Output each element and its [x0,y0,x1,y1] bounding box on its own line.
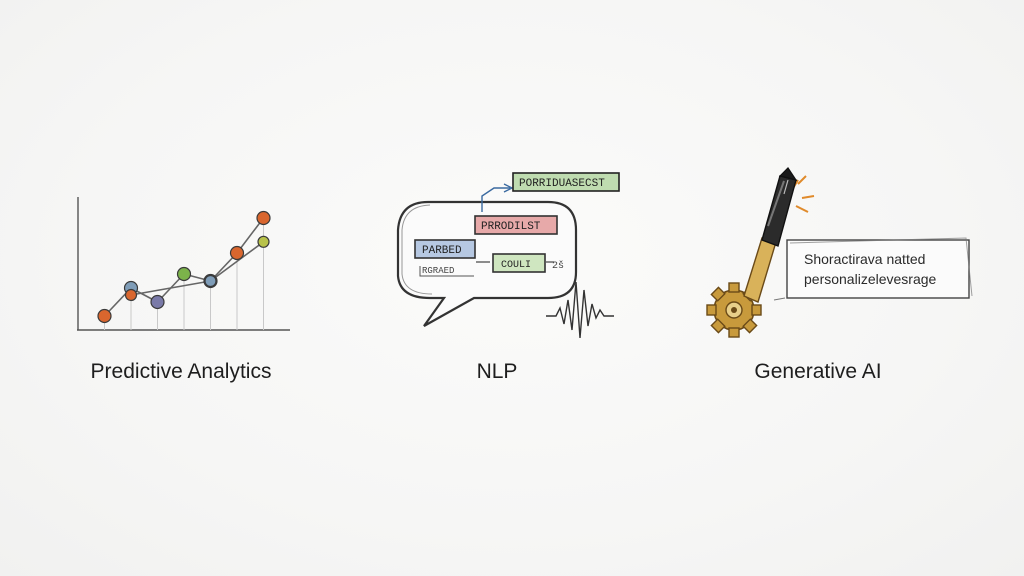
data-point [257,235,270,248]
tag-left [414,239,476,259]
caption-nlp: NLP [476,360,518,383]
pen-shaft [743,237,777,303]
tag-top [512,172,620,192]
message-line-1: Shoractirava natted [804,251,925,267]
message-box [786,239,970,299]
tag-aside-text: 2š [552,260,564,272]
tag-middle-text: PRRODILST [481,221,541,233]
data-point [124,288,138,302]
series-line-2 [130,241,264,296]
data-point [229,245,245,261]
data-point [150,294,165,310]
tag-small [492,253,546,273]
pen-with-gear-sketch-icon: Shoractirava natted personalizelevesrage [706,167,973,338]
spark-icon [791,175,815,213]
tag-lower-left-text: RGRAED [422,266,454,276]
sound-wave-icon [546,281,614,339]
tag-middle [474,215,558,235]
speech-bubble-sketch-icon: PORRIDUASECST PRRODILST PARBED COULI RGR… [396,172,620,339]
data-point [97,308,112,324]
tag-small-text: COULI [501,260,531,271]
predictive-analytics-illustration [77,197,290,331]
data-point [176,266,192,282]
data-point [256,210,271,226]
message-line-2: personalizelevesrage [804,271,937,287]
line-chart-sketch-icon [97,210,271,330]
tag-left-text: PARBED [422,245,462,257]
pen-body [761,175,797,247]
caption-predictive-analytics: Predictive Analytics [90,360,272,383]
data-point [204,274,217,288]
arrow-up-icon [481,187,510,212]
caption-generative-ai: Generative AI [754,360,882,383]
tag-top-text: PORRIDUASECST [519,178,605,190]
